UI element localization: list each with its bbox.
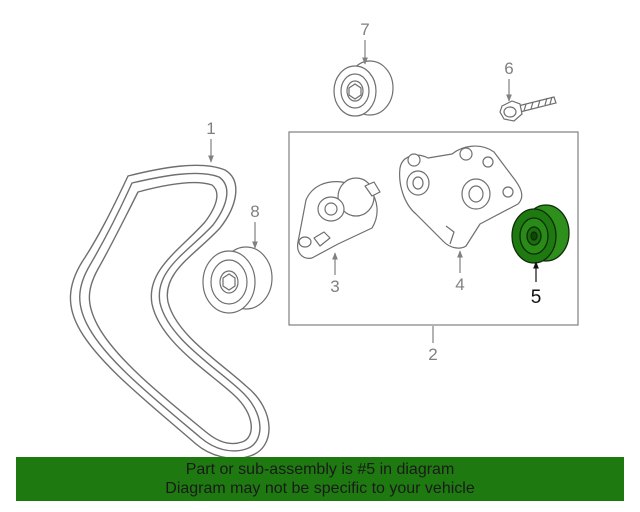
upper-idler-pulley[interactable] [333,60,394,117]
callout-7: 7 [360,20,369,39]
lower-idler-pulley[interactable] [202,246,273,314]
callout-6: 6 [504,59,513,78]
serpentine-belt[interactable] [69,164,270,460]
tensioner-assembly-box [288,131,579,326]
callout-2: 2 [428,345,437,364]
highlighted-idler-pulley[interactable] [511,204,570,264]
callout-8: 8 [250,202,259,221]
banner-line-1: Part or sub-assembly is #5 in diagram [185,461,455,478]
callout-5: 5 [531,287,542,308]
callout-4: 4 [455,275,464,294]
tensioner-bracket[interactable] [399,145,523,249]
pulley-bore [530,231,538,241]
info-banner: Part or sub-assembly is #5 in diagram Di… [16,457,624,501]
leader-lines [208,40,539,343]
belt-tensioner[interactable] [297,177,381,259]
callout-3: 3 [330,277,339,296]
bolt[interactable] [499,96,557,122]
banner-line-2: Diagram may not be specific to your vehi… [165,480,475,497]
callout-1: 1 [206,119,215,138]
